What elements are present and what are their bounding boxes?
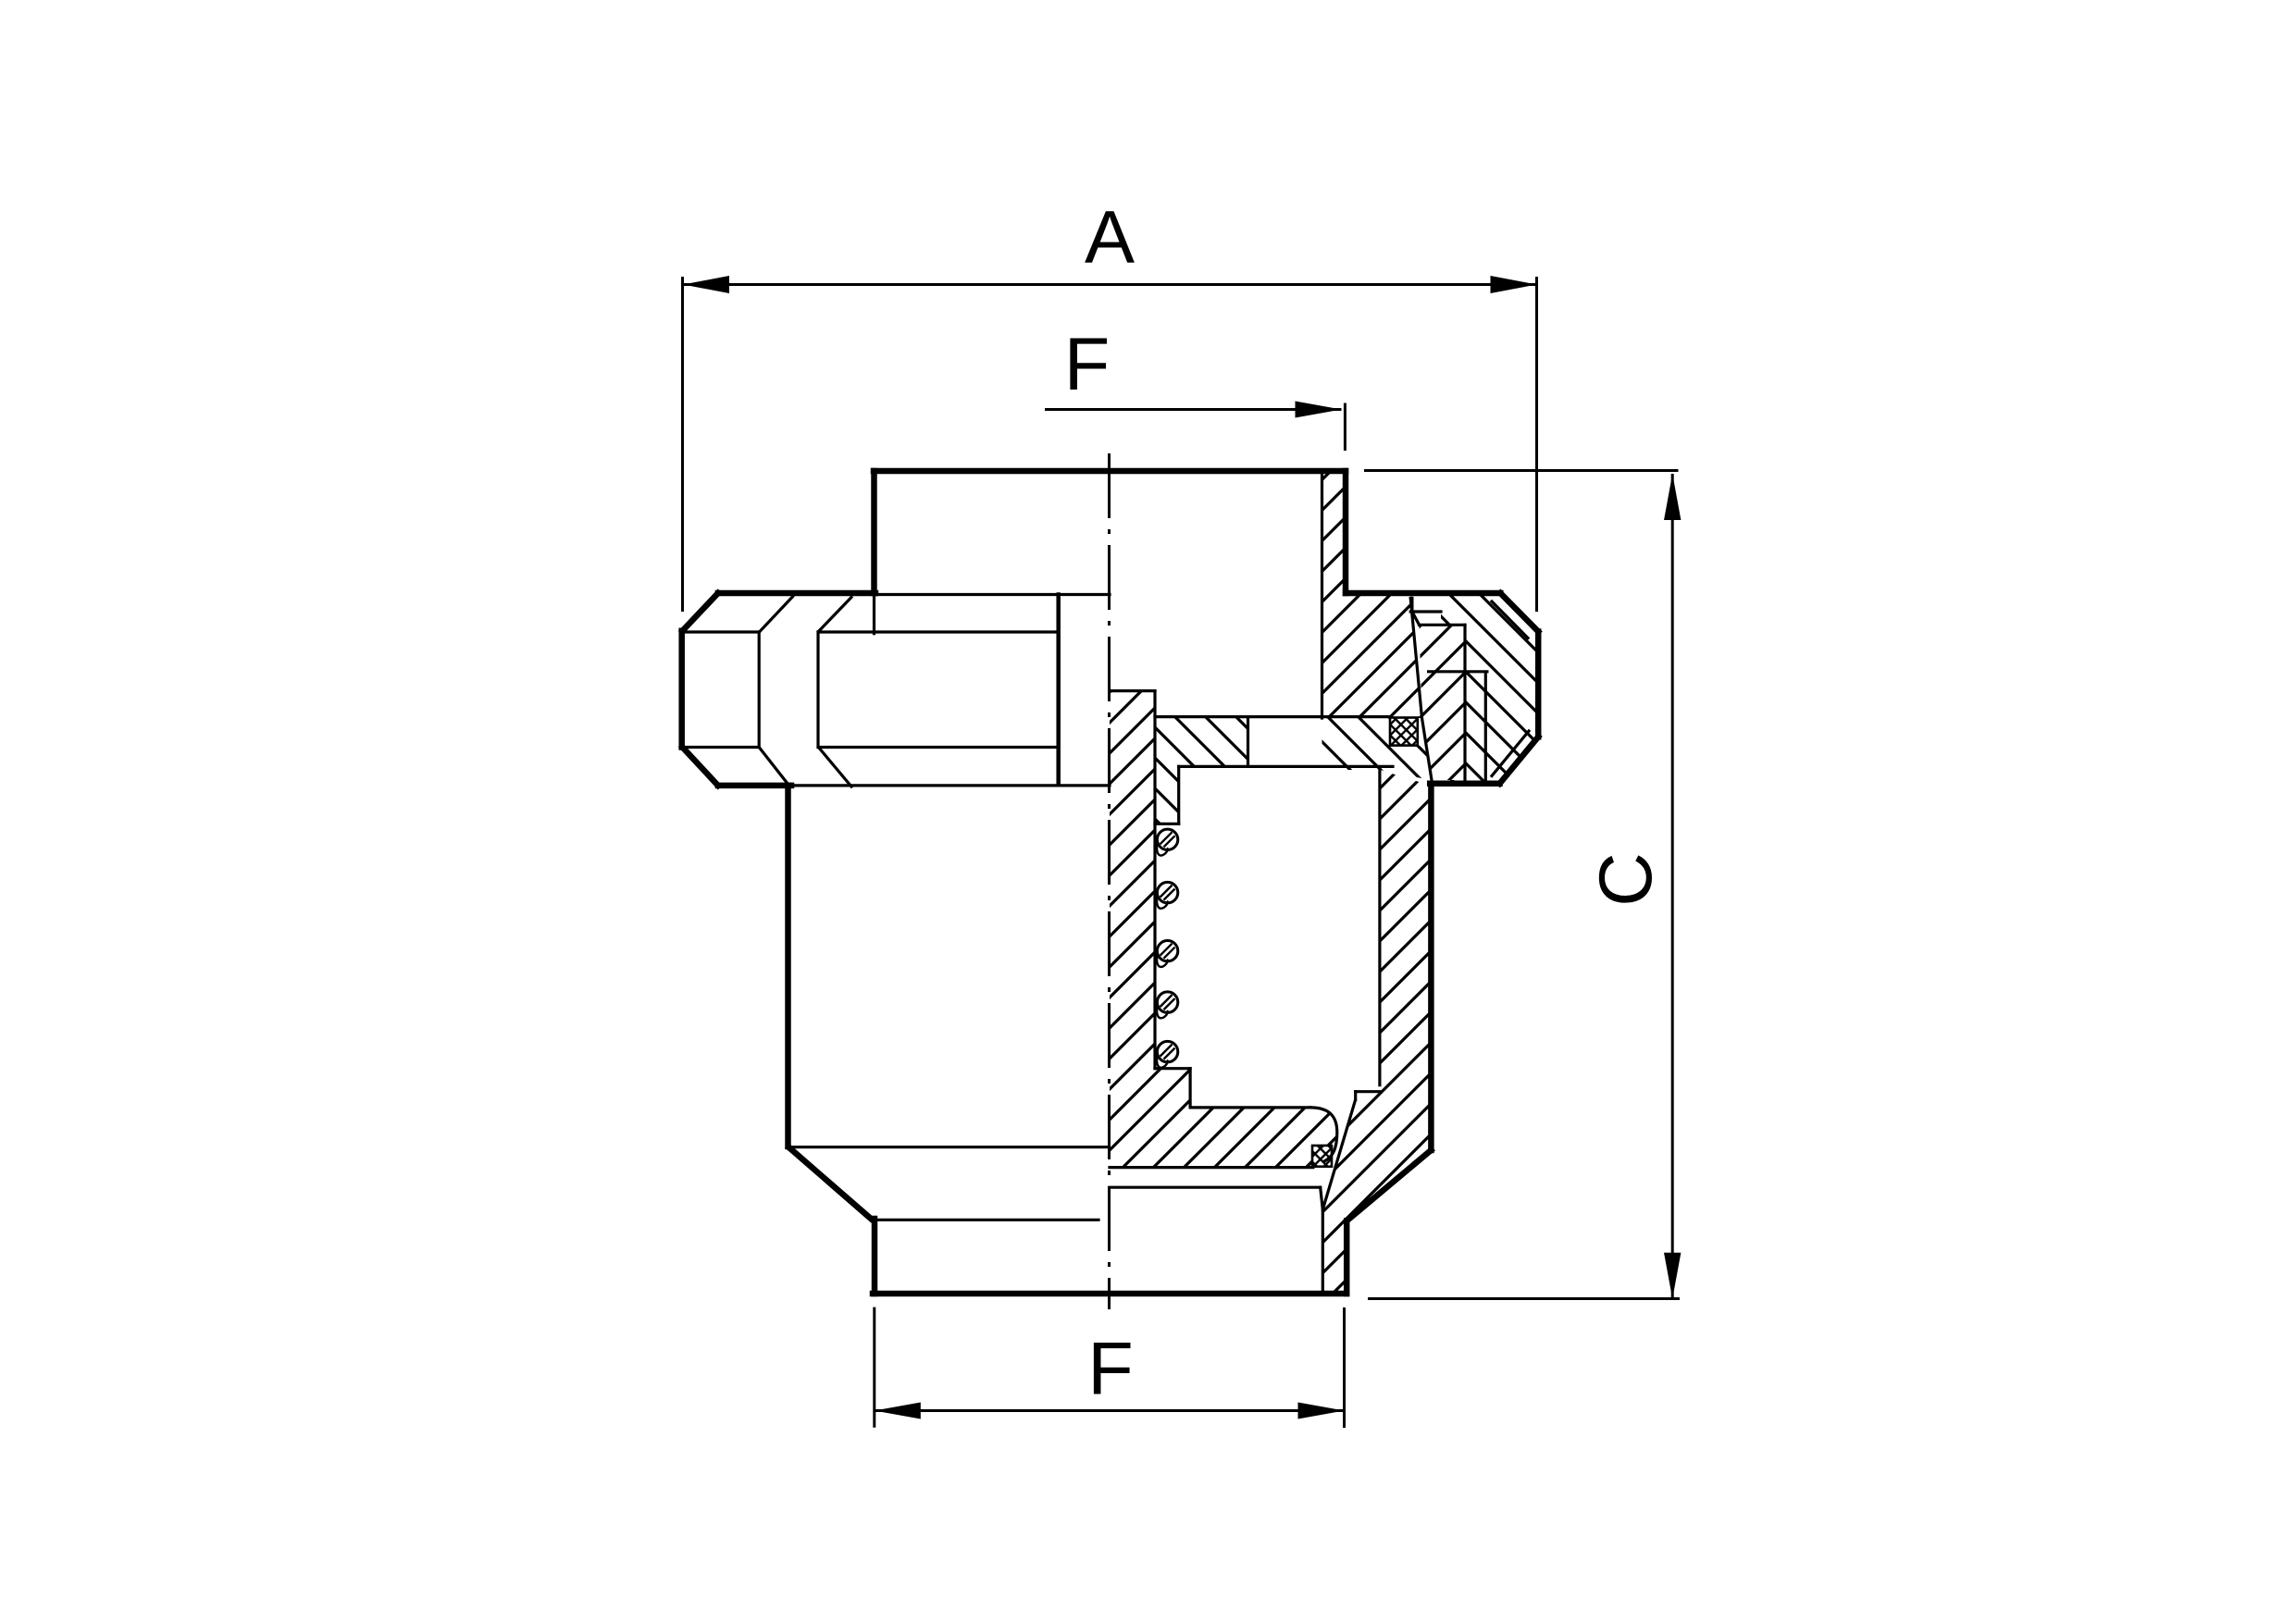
svg-text:C: C xyxy=(1584,852,1668,907)
svg-text:A: A xyxy=(1085,196,1135,279)
svg-text:F: F xyxy=(1087,1328,1133,1411)
svg-text:F: F xyxy=(1064,323,1110,406)
